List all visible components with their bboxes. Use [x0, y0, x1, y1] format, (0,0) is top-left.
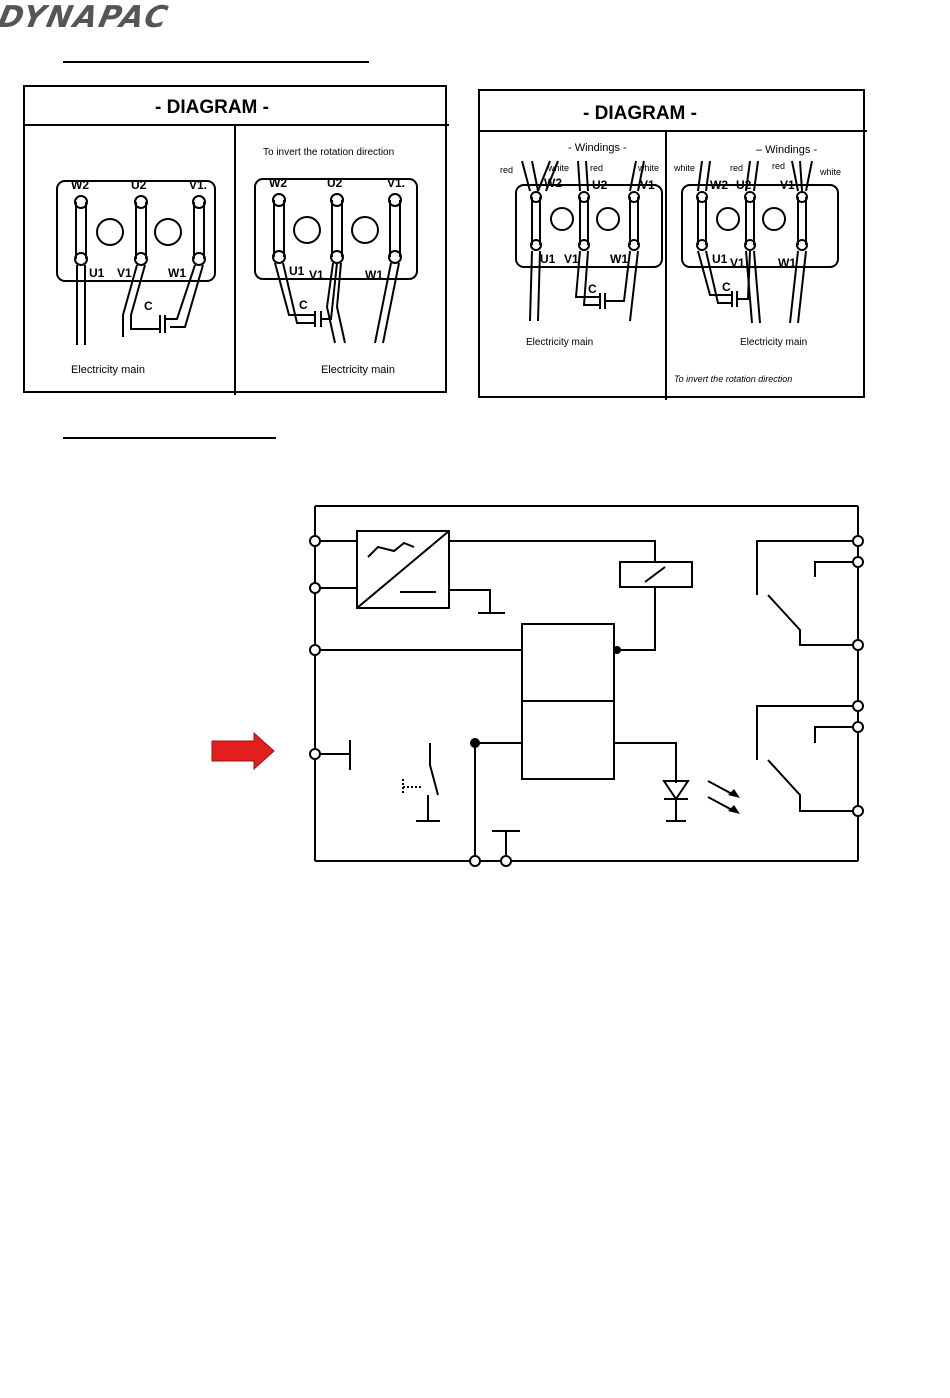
- windings-label: - Windings -: [568, 142, 627, 154]
- ac-dc-converter-box: [356, 530, 450, 609]
- terminal-label-v1: V1: [730, 256, 745, 270]
- terminal-label-u2: U2: [736, 178, 752, 192]
- terminal-label-v1: V1: [564, 252, 579, 266]
- wire-color-label: white: [547, 163, 569, 173]
- terminal-label-w2: W2: [710, 178, 728, 192]
- terminal-label-v1-top: V1.: [189, 178, 207, 192]
- wire-color-label: red: [772, 161, 785, 171]
- electricity-main-caption: Electricity main: [526, 337, 593, 348]
- terminal-label-w2: W2: [71, 178, 89, 192]
- terminal-label-v1: V1: [309, 268, 324, 282]
- wire-color-label: white: [819, 167, 841, 177]
- invert-rotation-note: To invert the rotation direction: [674, 374, 792, 384]
- terminal-label-u1: U1: [89, 266, 105, 280]
- terminal-label-w2: W2: [544, 176, 562, 190]
- terminal-label-v1-top: V1.: [387, 176, 405, 190]
- terminal-block-left-a: [56, 180, 216, 345]
- terminal-label-u1: U1: [289, 264, 305, 278]
- terminal-label-u1: U1: [712, 252, 728, 266]
- dynapac-logo: DYNAPAC: [0, 2, 172, 30]
- diagram-panel-right: - DIAGRAM - - Windings - red white red w…: [478, 89, 867, 400]
- capacitor-label: C: [588, 282, 597, 296]
- terminal-label-u1: U1: [540, 252, 556, 266]
- terminal-label-u2: U2: [131, 178, 147, 192]
- terminal-label-u2: U2: [592, 178, 608, 192]
- terminal-block-right-b: [681, 160, 839, 324]
- section-rule-control-circuit: [63, 437, 276, 439]
- section-rule-motor-connections: [63, 61, 369, 63]
- logo-text: DYNAPAC: [0, 2, 172, 30]
- electricity-main-caption: Electricity main: [71, 364, 145, 376]
- terminal-label-v1-top: V1: [780, 178, 795, 192]
- control-circuit-schematic: [211, 505, 864, 867]
- terminal-label-v1-top: V1: [640, 178, 655, 192]
- terminal-label-u2: U2: [327, 176, 343, 190]
- terminal-label-w1: W1: [365, 268, 383, 282]
- electricity-main-caption: Electricity main: [321, 364, 395, 376]
- terminal-block-right-a: [515, 160, 663, 322]
- terminal-label-w1: W1: [610, 252, 628, 266]
- windings-label: – Windings -: [756, 144, 817, 156]
- wire-color-label: white: [637, 163, 659, 173]
- terminal-label-w1: W1: [778, 256, 796, 270]
- wire-color-label: white: [673, 163, 695, 173]
- diagram-panel-left: - DIAGRAM - W2 U2 V1. U1 V1 W1 C Electri…: [23, 85, 449, 395]
- terminal-label-w1: W1: [168, 266, 186, 280]
- red-arrow-icon: [211, 731, 275, 771]
- electricity-main-caption: Electricity main: [740, 337, 807, 348]
- terminal-label-w2: W2: [269, 176, 287, 190]
- capacitor-label: C: [722, 280, 731, 294]
- capacitor-label: C: [299, 298, 308, 312]
- wire-color-label: red: [500, 165, 513, 175]
- diagram-right-title: - DIAGRAM -: [583, 103, 697, 124]
- terminal-label-v1: V1: [117, 266, 132, 280]
- invert-rotation-note: To invert the rotation direction: [263, 147, 394, 158]
- terminal-block-left-b: [254, 178, 418, 344]
- wire-color-label: red: [590, 163, 603, 173]
- capacitor-label: C: [144, 299, 153, 313]
- diagram-left-title: - DIAGRAM -: [155, 97, 269, 118]
- wire-color-label: red: [730, 163, 743, 173]
